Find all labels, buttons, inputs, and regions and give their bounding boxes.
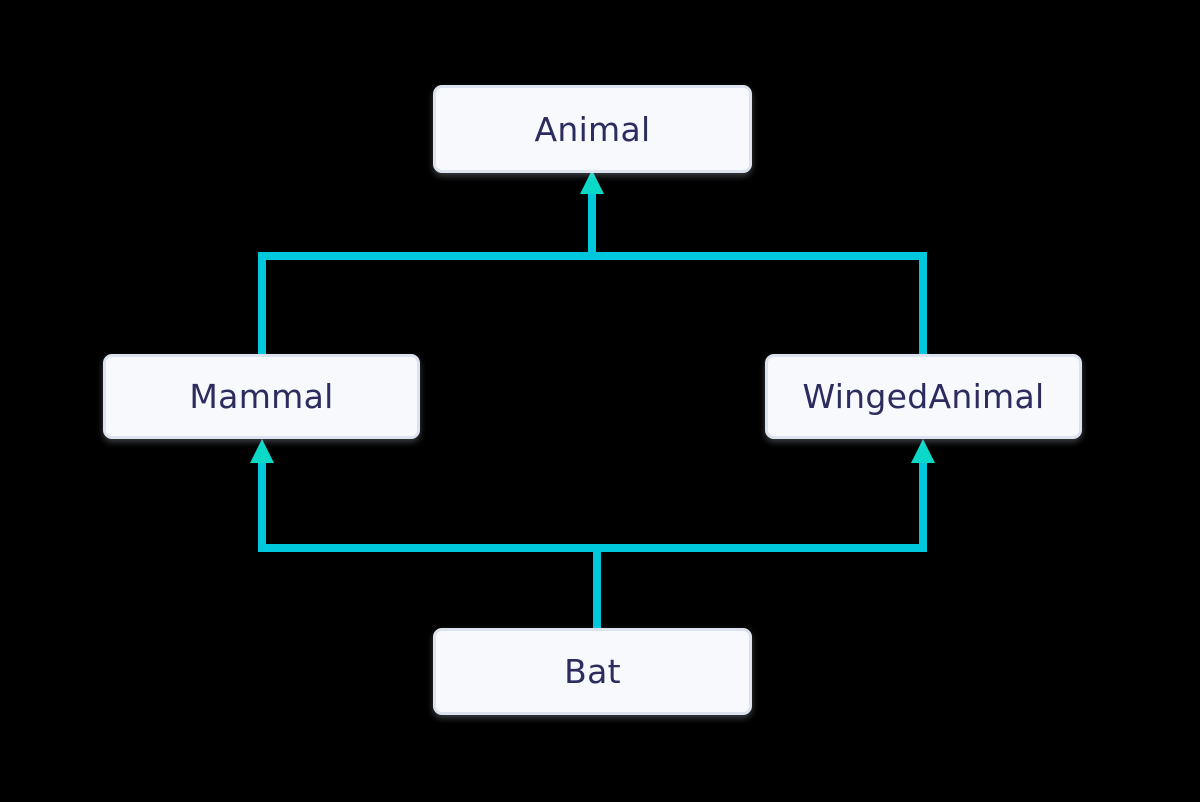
- node-bat-label: Bat: [564, 652, 621, 691]
- arrowhead-into-wingedanimal-icon: [911, 439, 935, 463]
- node-mammal[interactable]: Mammal: [103, 354, 420, 439]
- node-mammal-label: Mammal: [189, 377, 334, 416]
- edge-group-to-animal: [258, 170, 927, 356]
- node-bat[interactable]: Bat: [433, 628, 752, 715]
- node-animal[interactable]: Animal: [433, 85, 752, 173]
- edge-group-from-bat: [250, 439, 935, 630]
- node-animal-label: Animal: [534, 109, 651, 149]
- node-wingedanimal[interactable]: WingedAnimal: [765, 354, 1082, 439]
- arrowhead-into-animal-icon: [580, 170, 604, 194]
- node-wingedanimal-label: WingedAnimal: [802, 377, 1045, 416]
- arrowhead-into-mammal-icon: [250, 439, 274, 463]
